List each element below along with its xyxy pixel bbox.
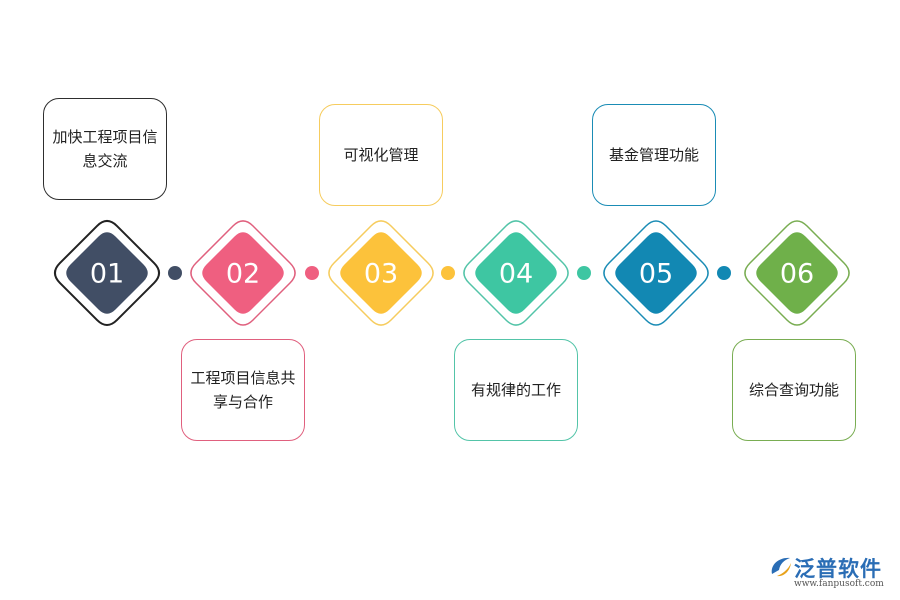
step-03-textbox: 可视化管理 [319, 104, 443, 206]
step-01-textbox: 加快工程项目信息交流 [43, 98, 167, 200]
step-04-number: 04 [499, 259, 533, 290]
connector-dot-2 [305, 266, 319, 280]
step-03-text: 可视化管理 [343, 146, 419, 164]
step-06-fill [756, 232, 838, 314]
step-05-number: 05 [639, 259, 673, 290]
step-01-text: 加快工程项目信息交流 [52, 128, 158, 170]
step-05-textbox: 基金管理功能 [592, 104, 716, 206]
step-06-textbox: 综合查询功能 [732, 339, 856, 441]
step-04-fill [475, 232, 557, 314]
step-03-number: 03 [364, 259, 398, 290]
step-02-textbox: 工程项目信息共享与合作 [181, 339, 305, 441]
step-05-text: 基金管理功能 [608, 146, 699, 164]
connector-dot-5 [717, 266, 731, 280]
connector-dot-1 [168, 266, 182, 280]
step-02-text: 工程项目信息共享与合作 [190, 369, 296, 411]
fanpu-logo-icon [771, 557, 791, 577]
step-02-fill [202, 232, 284, 314]
step-05-diamond: 05 [603, 220, 709, 326]
watermark-url: www.fanpusoft.com [794, 579, 884, 589]
step-06-number: 06 [780, 259, 814, 290]
step-04-diamond: 04 [463, 220, 569, 326]
connector-dot-3 [441, 266, 455, 280]
step-04-textbox: 有规律的工作 [454, 339, 578, 441]
step-01-fill [66, 232, 148, 314]
step-02-diamond: 02 [190, 220, 296, 326]
step-04-text: 有规律的工作 [470, 381, 561, 399]
watermark-logo: 泛普软件 www.fanpusoft.com [768, 552, 893, 594]
step-03-fill [340, 232, 422, 314]
step-02-number: 02 [226, 259, 260, 290]
step-01-number: 01 [90, 259, 124, 290]
step-01-diamond: 01 [53, 219, 161, 327]
watermark-brand: 泛普软件 [794, 557, 882, 581]
step-06-diamond: 06 [744, 220, 850, 326]
step-06-text: 综合查询功能 [748, 381, 839, 399]
step-03-diamond: 03 [328, 220, 434, 326]
connector-dot-4 [577, 266, 591, 280]
step-05-fill [615, 232, 697, 314]
